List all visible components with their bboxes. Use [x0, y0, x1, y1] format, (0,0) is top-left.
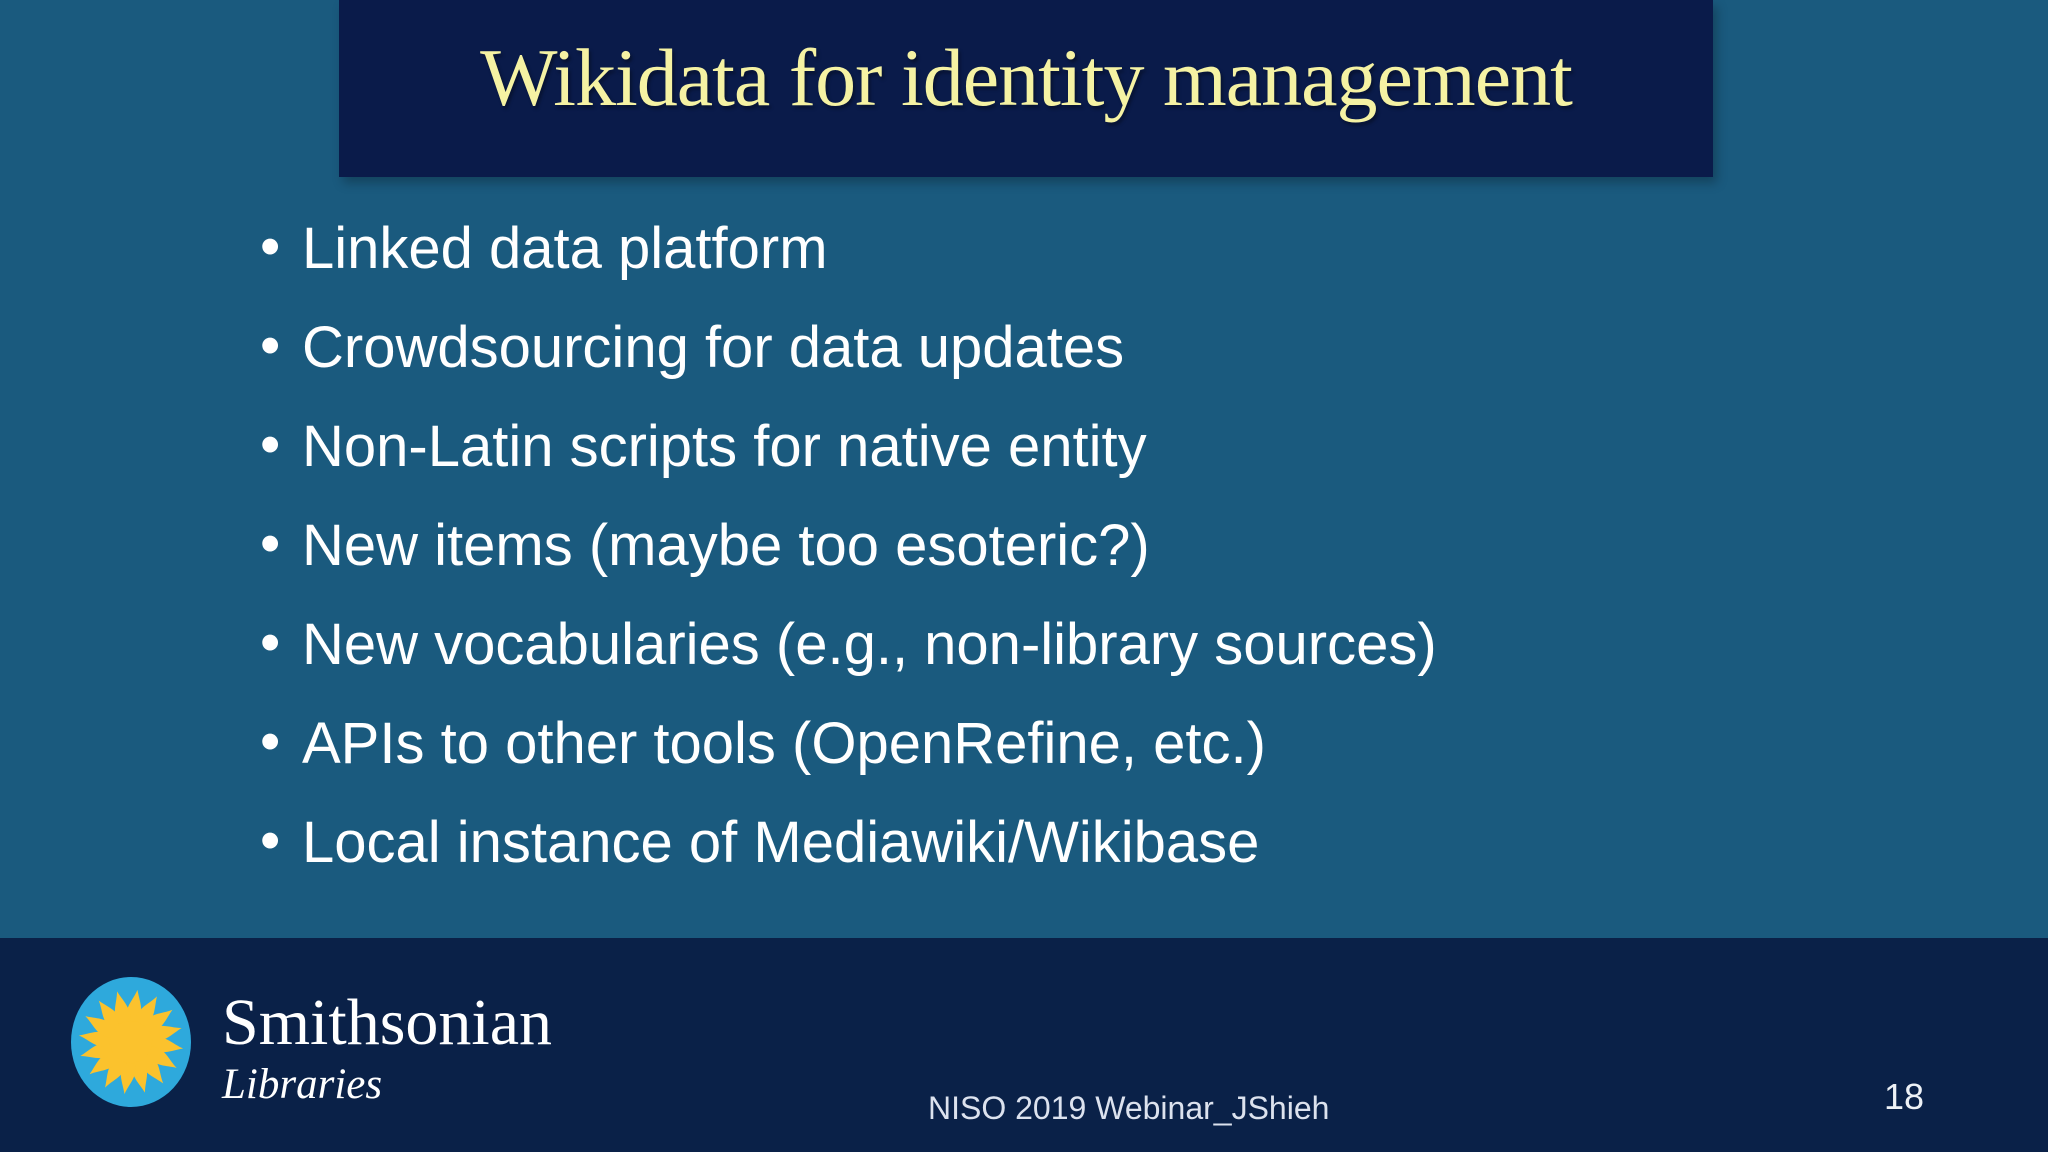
list-item: New items (maybe too esoteric?) [260, 496, 1437, 595]
logo-wordmark: Smithsonian Libraries [222, 986, 553, 1108]
list-item: Non-Latin scripts for native entity [260, 397, 1437, 496]
list-item: Crowdsourcing for data updates [260, 298, 1437, 397]
org-name: Smithsonian [222, 986, 553, 1059]
page-number: 18 [1884, 1076, 1925, 1117]
list-item: Local instance of Mediawiki/Wikibase [260, 793, 1437, 892]
sunburst-icon [71, 977, 191, 1107]
title-banner: Wikidata for identity management [339, 0, 1713, 177]
org-unit: Libraries [222, 1061, 383, 1108]
list-item: APIs to other tools (OpenRefine, etc.) [260, 694, 1437, 793]
slide-title: Wikidata for identity management [480, 31, 1573, 123]
footer-credit: NISO 2019 Webinar_JShieh [928, 1090, 1330, 1126]
smithsonian-logo [70, 976, 192, 1108]
list-item: New vocabularies (e.g., non-library sour… [260, 595, 1437, 694]
list-item: Linked data platform [260, 199, 1437, 298]
footer-bar: Smithsonian Libraries NISO 2019 Webinar_… [0, 938, 2048, 1152]
bullet-list: Linked data platform Crowdsourcing for d… [260, 199, 1437, 892]
